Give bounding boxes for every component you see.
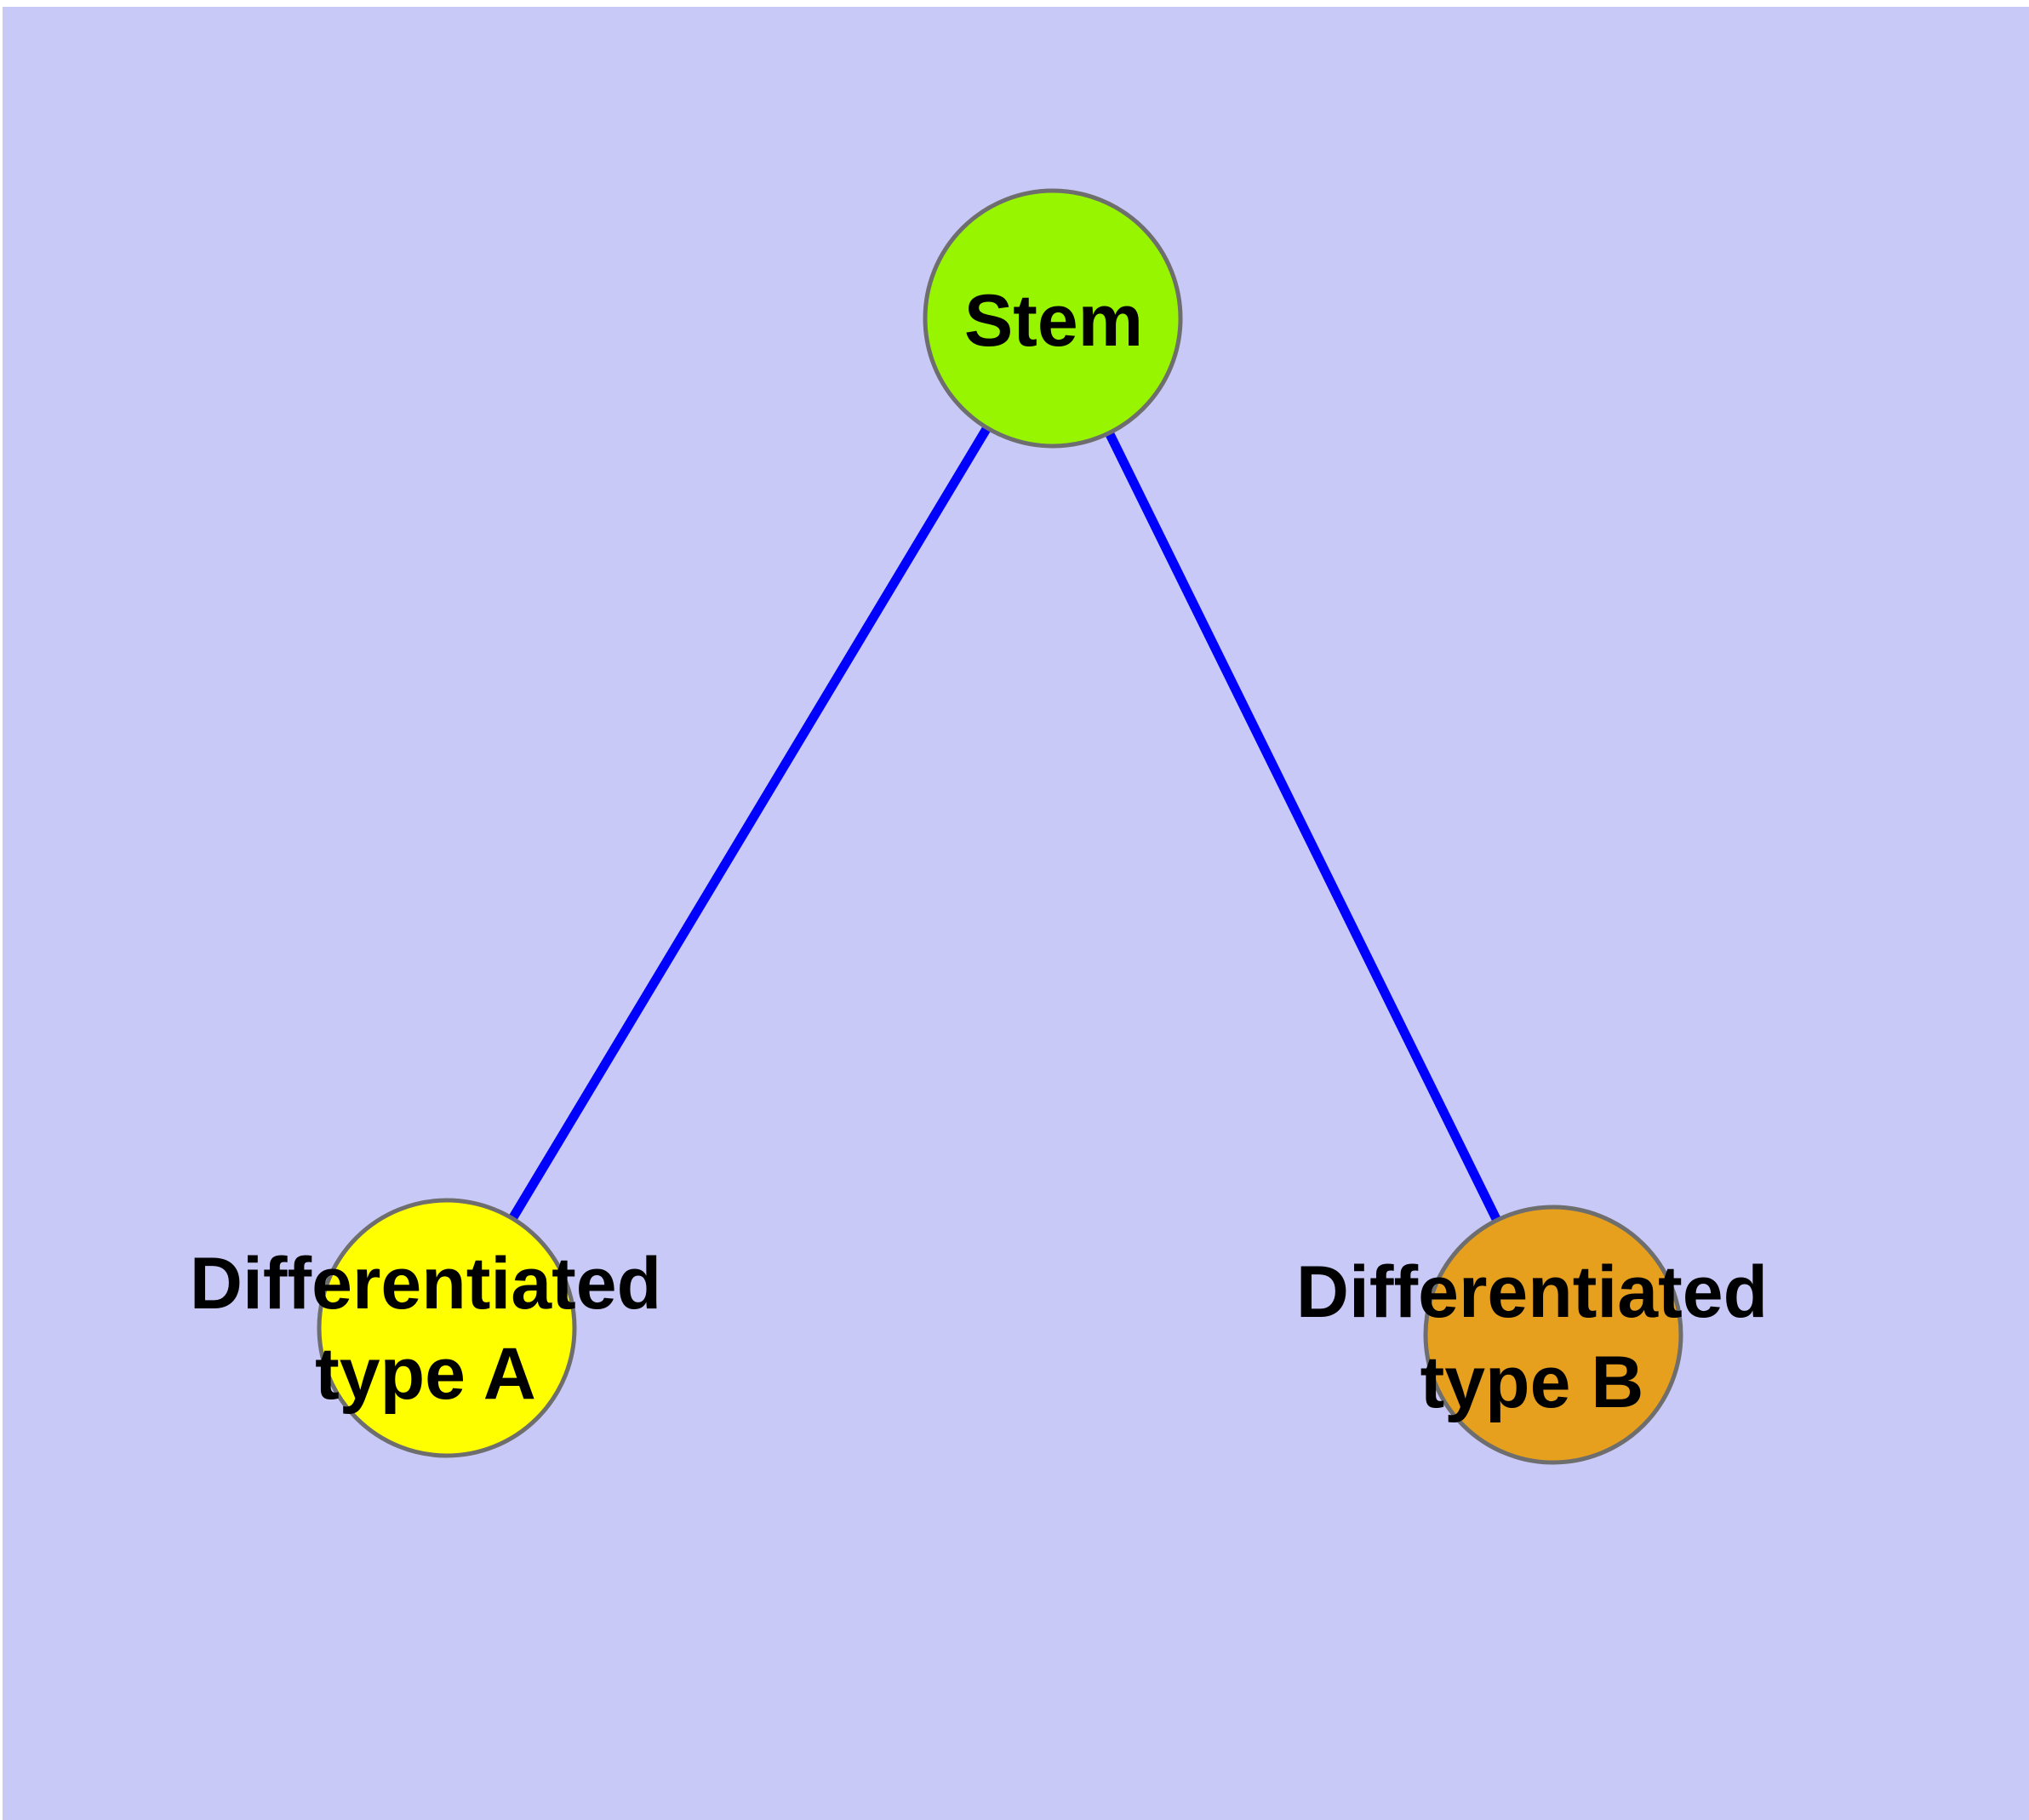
node-differentiated-type-a: Differentiated type A bbox=[190, 1198, 661, 1458]
node-differentiated-type-b: Differentiated type B bbox=[1296, 1205, 1768, 1465]
node-type-a-label-line1: Differentiated bbox=[190, 1243, 661, 1325]
node-type-a-label-line2: type A bbox=[315, 1333, 536, 1415]
edge-stem-to-type-b bbox=[1049, 316, 1557, 1337]
node-type-b-circle bbox=[1423, 1205, 1683, 1465]
node-type-b-label-line1: Differentiated bbox=[1296, 1251, 1768, 1333]
node-type-b-label-line2: type B bbox=[1420, 1342, 1644, 1423]
node-stem-label: Stem bbox=[964, 280, 1143, 362]
edge-layer bbox=[443, 316, 1557, 1337]
node-type-a-circle bbox=[317, 1198, 577, 1458]
edge-stem-to-type-a bbox=[443, 316, 1057, 1331]
node-stem-circle bbox=[923, 188, 1183, 449]
node-stem: Stem bbox=[923, 188, 1183, 449]
